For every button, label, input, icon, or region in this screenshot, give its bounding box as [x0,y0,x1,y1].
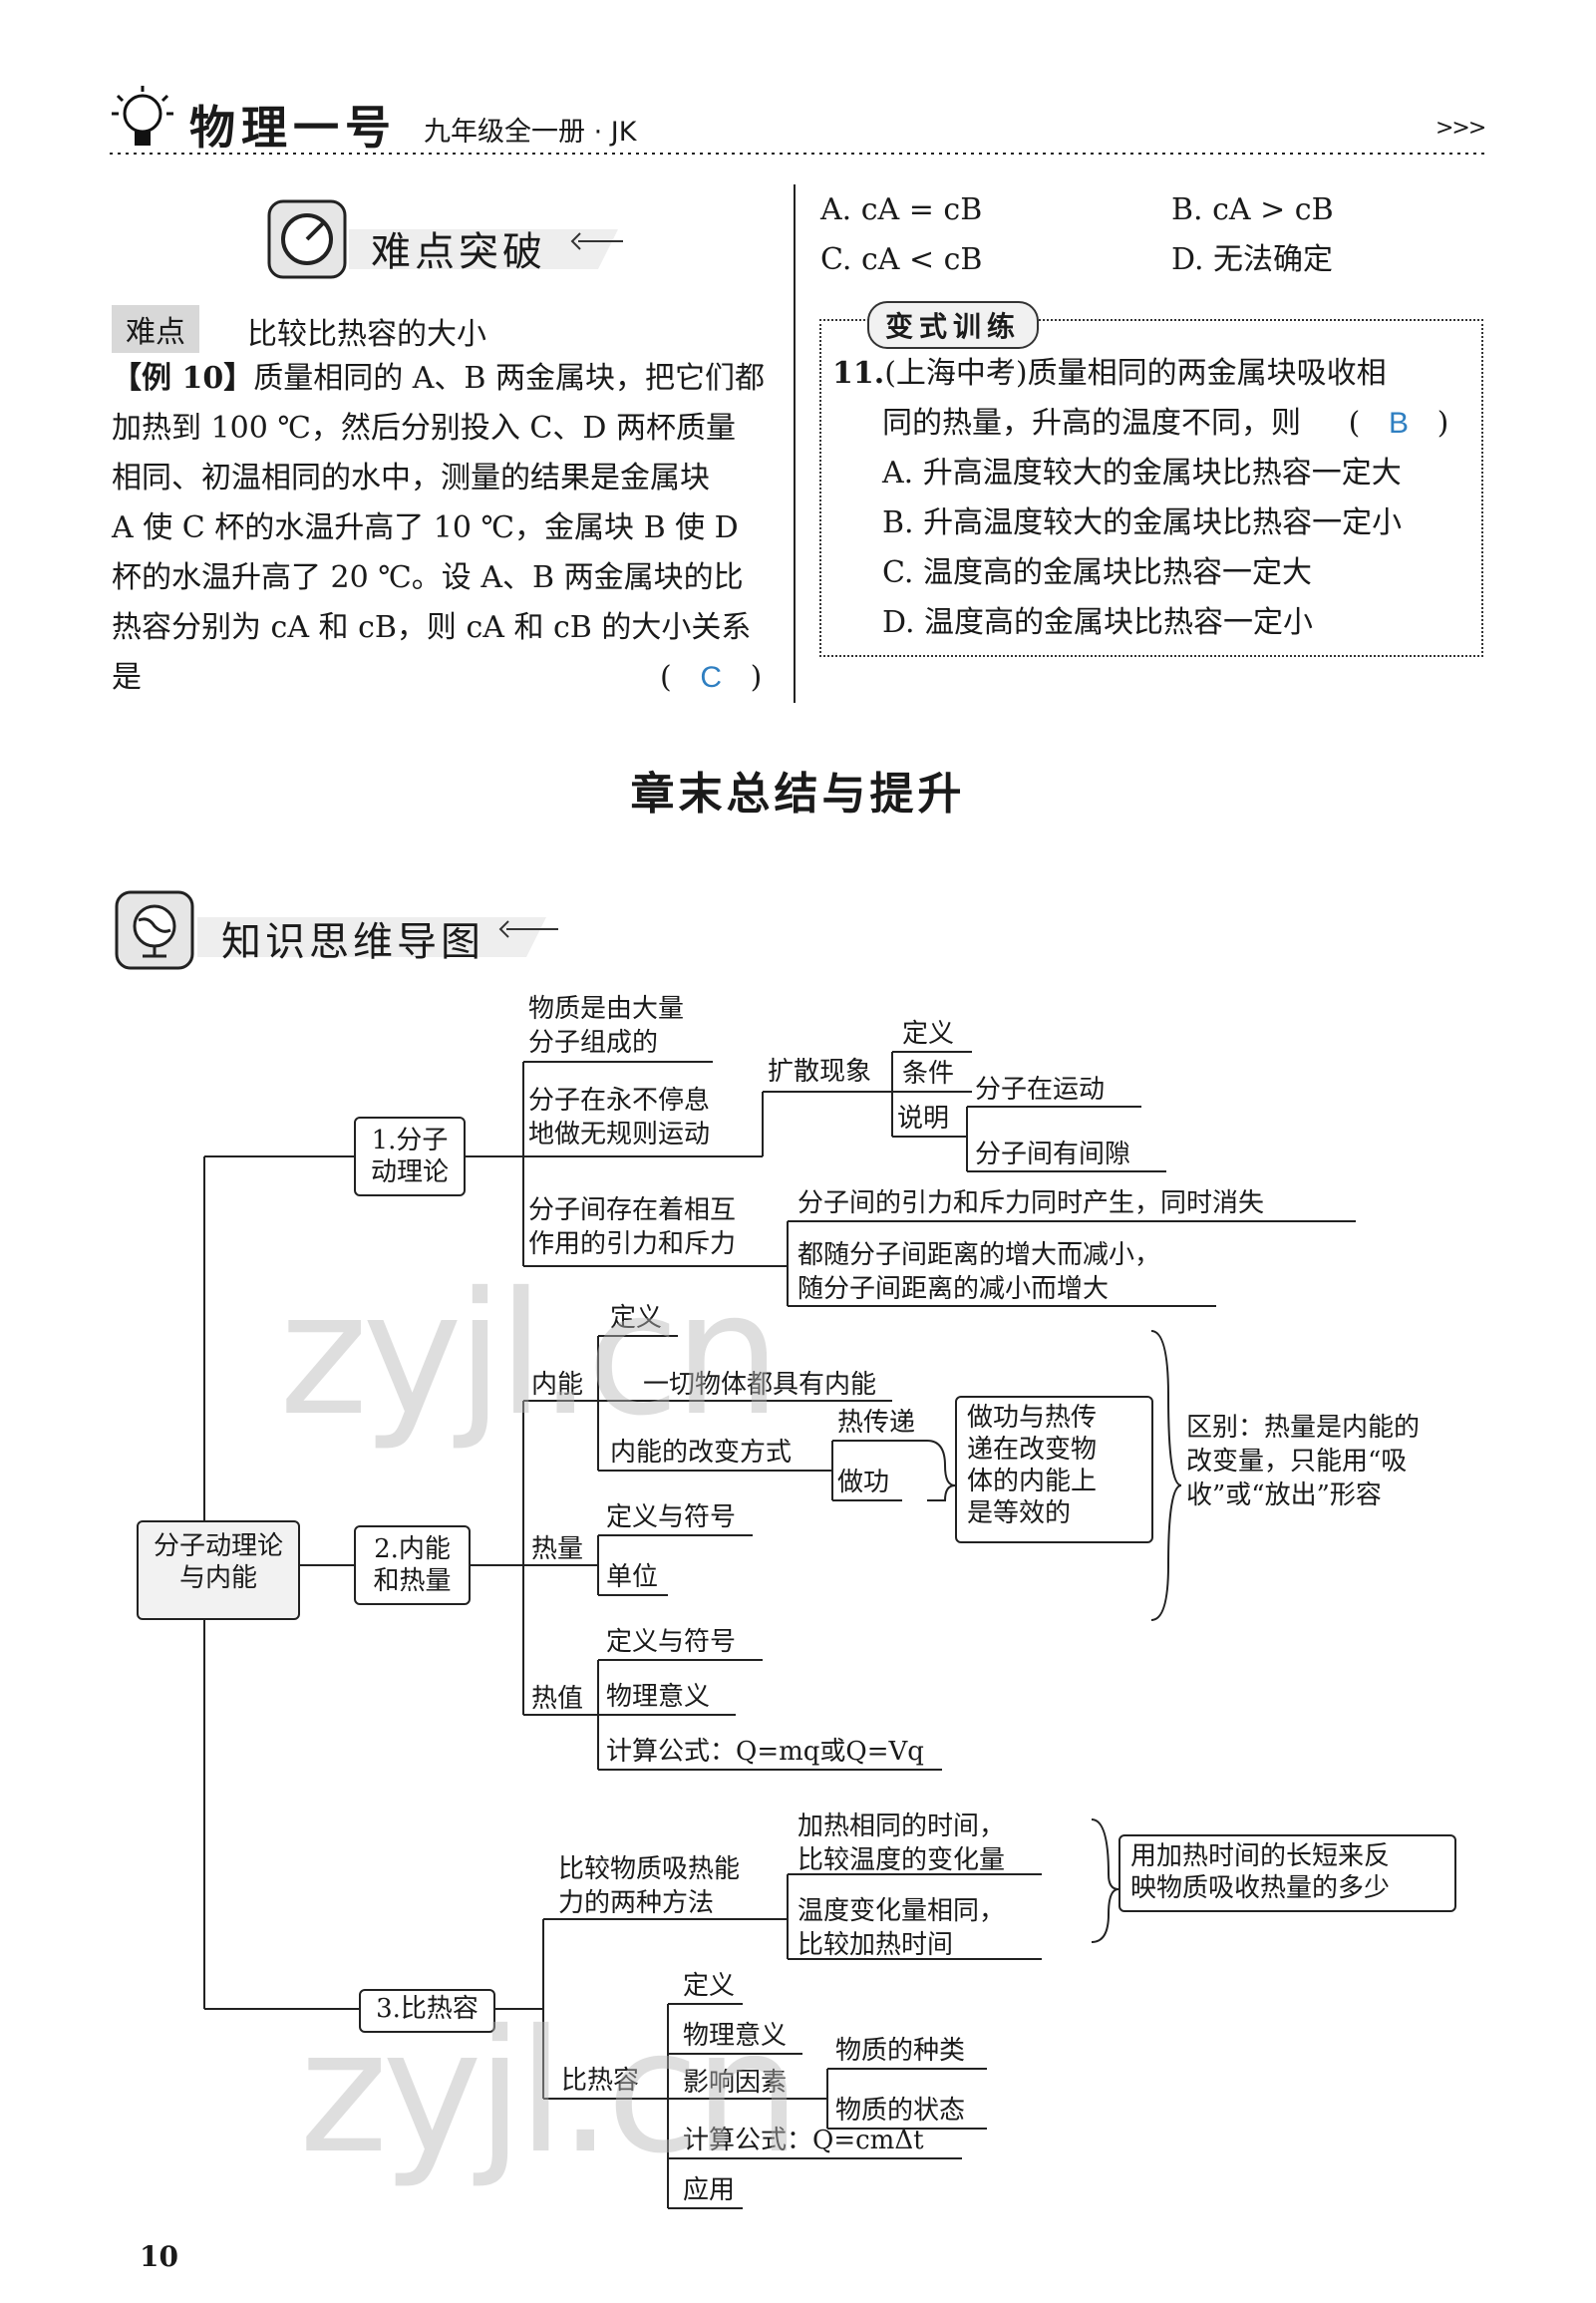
node-physical-meaning-1: 物理意义 [606,1682,711,1712]
example-line: 杯的水温升高了 20 ℃。设 A、B 两金属块的比 [112,560,744,595]
node-doing-work: 做功 [837,1468,890,1497]
section-banner-bg [349,219,628,283]
example-line: A 使 C 杯的水温升高了 10 ℃，金属块 B 使 D [112,510,739,545]
node-definition-2: 定义 [610,1303,663,1333]
node-definition-3: 定义 [683,1971,736,2001]
page-number: 10 [140,2240,178,2273]
training-answer: B [1389,407,1410,440]
training-number: 11. [832,356,885,391]
example-line: 质量相同的 A、B 两金属块，把它们都 [253,361,765,396]
training-option-a: A. 升高温度较大的金属块比热容一定大 [882,456,1402,491]
training-option-c: C. 温度高的金属块比热容一定大 [882,555,1312,590]
watermark: zyjl.cn [279,1256,782,1454]
node-forces-simultaneous: 分子间的引力和斥力同时产生，同时消失 [798,1188,1265,1218]
grade-label: 九年级全一册 · JK [424,117,637,148]
node-same-temp-change: 温度变化量相同，比较加热时间 [798,1896,1006,1960]
example-answer: C [700,661,722,694]
example-option-a: A. cA = cB [820,192,983,227]
mindmap-root: 分子动理论与内能 [137,1520,300,1620]
globe-icon [115,890,194,974]
node-same-time: 加热相同的时间，比较温度的变化量 [798,1811,1006,1875]
example-line: 热容分别为 cA 和 cB，则 cA 和 cB 的大小关系 [112,610,752,645]
training-stem: (上海中考)质量相同的两金属块吸收相 [884,356,1387,391]
header-divider [110,153,1485,155]
example-line: 是 [112,660,142,695]
node-definition-symbol-2: 定义与符号 [606,1627,737,1657]
compass-icon [267,199,347,283]
node-internal-energy: 内能 [531,1370,584,1400]
example-label: 【例 10】 [112,361,254,396]
node-formula-c: 计算公式：Q=cmΔt [683,2126,924,2155]
node-definition-symbol-1: 定义与符号 [606,1502,737,1532]
example-question: 【例 10】质量相同的 A、B 两金属块，把它们都 加热到 100 ℃，然后分别… [112,354,765,703]
watermark: zyjl.cn [299,1994,801,2191]
mindmap-title: 知识思维导图 [221,919,484,965]
difficulty-badge: 难点 [112,305,199,353]
training-stem: 同的热量，升高的温度不同，则 [882,406,1301,441]
example-option-b: B. cA > cB [1171,192,1334,227]
node-explanation: 说明 [897,1104,950,1134]
training-option-d: D. 温度高的金属块比热容一定小 [882,605,1314,640]
training-badge: 变式训练 [867,301,1040,349]
example-line: 相同、初温相同的水中，测量的结果是金属块 [112,461,710,495]
node-molecules-move: 分子在运动 [975,1075,1106,1105]
training-option-b: B. 升高温度较大的金属块比热容一定小 [882,505,1403,540]
node-molecule-gaps: 分子间有间隙 [975,1140,1131,1169]
node-all-objects: 一切物体都具有内能 [643,1370,877,1400]
training-box [819,319,1483,657]
node-substance-type: 物质的种类 [835,2036,966,2066]
mindmap-banner-bg [197,907,566,971]
chevron-right-icon: >>> [1436,116,1486,141]
branch-specific-heat: 3.比热容 [359,1989,495,2033]
heating-time-box: 用加热时间的长短来反映物质吸收热量的多少 [1118,1834,1456,1912]
node-heat-transfer: 热传递 [837,1408,916,1438]
node-unit: 单位 [606,1562,659,1592]
difficulty-title: 难点突破 [371,229,546,275]
node-specific-heat: 比热容 [561,2066,640,2096]
branch-molecular-theory: 1.分子动理论 [354,1117,466,1196]
chapter-title: 章末总结与提升 [630,769,966,820]
node-diffusion: 扩散现象 [768,1057,872,1087]
node-forces-distance: 都随分子间距离的增大而减小，随分子间距离的减小而增大 [798,1240,1161,1304]
example-answer-bracket: ( C ) [660,660,763,695]
node-physical-meaning-2: 物理意义 [683,2021,788,2051]
node-heat: 热量 [531,1534,584,1564]
column-divider [794,184,796,703]
node-condition: 条件 [902,1059,955,1089]
training-question: 11.(上海中考)质量相同的两金属块吸收相 同的热量，升高的温度不同，则 ( B… [832,349,1448,648]
equivalence-box: 做功与热传递在改变物体的内能上是等效的 [955,1396,1153,1543]
branch-internal-energy: 2.内能和热量 [354,1525,471,1605]
node-formula-q: 计算公式：Q=mq或Q=Vq [606,1737,924,1767]
node-compare-methods: 比较物质吸热能力的两种方法 [558,1854,741,1918]
node-factors: 影响因素 [683,2068,788,2098]
node-interaction-force: 分子间存在着相互作用的引力和斥力 [528,1195,737,1259]
node-application: 应用 [683,2175,736,2205]
node-change-ways: 内能的改变方式 [610,1438,793,1468]
node-random-motion: 分子在永不停息地做无规则运动 [528,1086,711,1150]
node-substance-state: 物质的状态 [835,2096,966,2126]
example-option-d: D. 无法确定 [1171,242,1334,277]
example-line: 加热到 100 ℃，然后分别投入 C、D 两杯质量 [112,411,736,446]
node-heat-value: 热值 [531,1684,584,1714]
book-brand: 物理一号 [189,101,397,155]
lightbulb-icon [108,82,177,161]
node-definition-1: 定义 [902,1019,955,1049]
node-many-molecules: 物质是由大量分子组成的 [528,994,685,1058]
difficulty-topic: 比较比热容的大小 [247,317,486,352]
node-difference: 区别：热量是内能的改变量，只能用“吸收”或“放出”形容 [1186,1413,1421,1510]
example-option-c: C. cA < cB [820,242,983,277]
